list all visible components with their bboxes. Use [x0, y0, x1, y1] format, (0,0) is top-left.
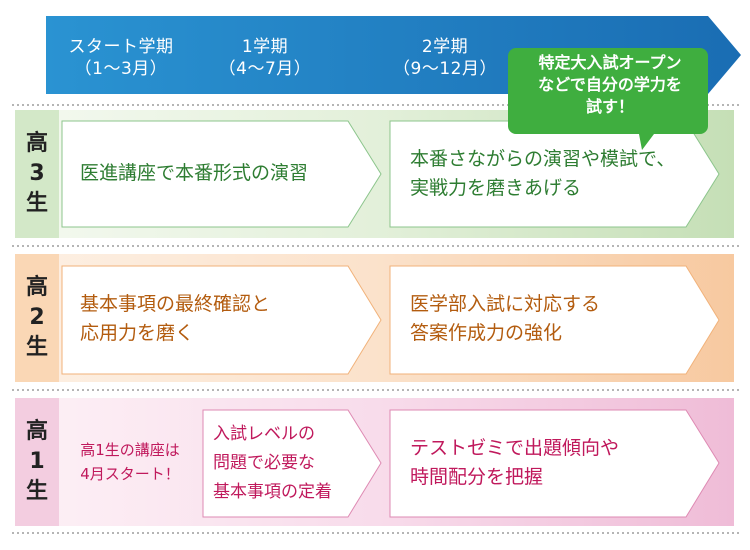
- grade2-label-bg: [15, 254, 59, 382]
- term-name: 1学期: [241, 37, 289, 57]
- grade-label-char: 高: [25, 419, 48, 444]
- note-line: 高1生の講座は: [80, 441, 180, 459]
- term-2: 2学期 （9～12月）: [390, 36, 500, 80]
- callout-text: 特定大入試オープン などで自分の学力を 試す！: [510, 52, 710, 118]
- grade1-box-2-text: テストゼミで出題傾向や 時間配分を把握: [410, 434, 619, 492]
- callout-line: 試す！: [585, 97, 634, 116]
- term-name: スタート学期: [68, 37, 174, 57]
- grade1-label-bg: [15, 398, 59, 526]
- grade3-box-2-text: 本番さながらの演習や模試で、 実戦力を磨きあげる: [410, 145, 675, 203]
- term-start: スタート学期 （1～3月）: [62, 36, 180, 80]
- callout-line: などで自分の学力を: [538, 75, 682, 94]
- grade1-note: 高1生の講座は 4月スタート！: [65, 438, 195, 486]
- box-line: テストゼミで出題傾向や: [410, 437, 620, 459]
- term-name: 2学期: [421, 37, 469, 57]
- box-line: 時間配分を把握: [410, 466, 544, 488]
- term-months: （4～7月）: [218, 59, 312, 79]
- term-months: （1～3月）: [74, 59, 168, 79]
- grade-label-char: 3: [29, 161, 45, 186]
- box-line: 基本事項の定着: [213, 482, 332, 502]
- grade1-box-1-text: 入試レベルの 問題で必要な 基本事項の定着: [213, 420, 332, 507]
- box-line: 実戦力を磨きあげる: [410, 177, 582, 199]
- grade3-label: 高 3 生: [15, 110, 59, 238]
- grade3-label-bg: [15, 110, 59, 238]
- grade2-label: 高 2 生: [15, 254, 59, 382]
- grade-label-char: 生: [25, 191, 48, 216]
- grade1-box-1: [202, 409, 382, 518]
- grade-label-char: 生: [25, 479, 48, 504]
- box-line: 基本事項の最終確認と: [80, 293, 271, 315]
- grade3-box-1: [61, 120, 382, 228]
- grade2-box-1: [61, 265, 382, 375]
- grade2-box-2: [389, 265, 720, 375]
- box-line: 応用力を磨く: [80, 322, 195, 344]
- box-line: 医進講座で本番形式の演習: [80, 162, 309, 184]
- note-line: 4月スタート！: [80, 465, 180, 483]
- grade1-box-2: [389, 409, 720, 518]
- callout-line: 特定大入試オープン: [538, 53, 682, 72]
- box-line: 入試レベルの: [213, 424, 315, 444]
- term-months: （9～12月）: [393, 59, 497, 79]
- grade-label-char: 生: [25, 335, 48, 360]
- grade2-box-2-text: 医学部入試に対応する 答案作成力の強化: [410, 290, 600, 348]
- grade-label-char: 2: [29, 305, 45, 330]
- box-line: 問題で必要な: [213, 453, 315, 473]
- box-line: 本番さながらの演習や模試で、: [410, 148, 676, 170]
- box-line: 答案作成力の強化: [410, 322, 563, 344]
- term-1: 1学期 （4～7月）: [210, 36, 320, 80]
- grade3-box-1-text: 医進講座で本番形式の演習: [80, 159, 308, 188]
- grade2-box-1-text: 基本事項の最終確認と 応用力を磨く: [80, 290, 270, 348]
- grade1-label: 高 1 生: [15, 398, 59, 526]
- grade-label-char: 1: [29, 449, 45, 474]
- grade-label-char: 高: [25, 275, 48, 300]
- grade-label-char: 高: [25, 131, 48, 156]
- callout-bubble: [508, 48, 708, 150]
- box-line: 医学部入試に対応する: [410, 293, 601, 315]
